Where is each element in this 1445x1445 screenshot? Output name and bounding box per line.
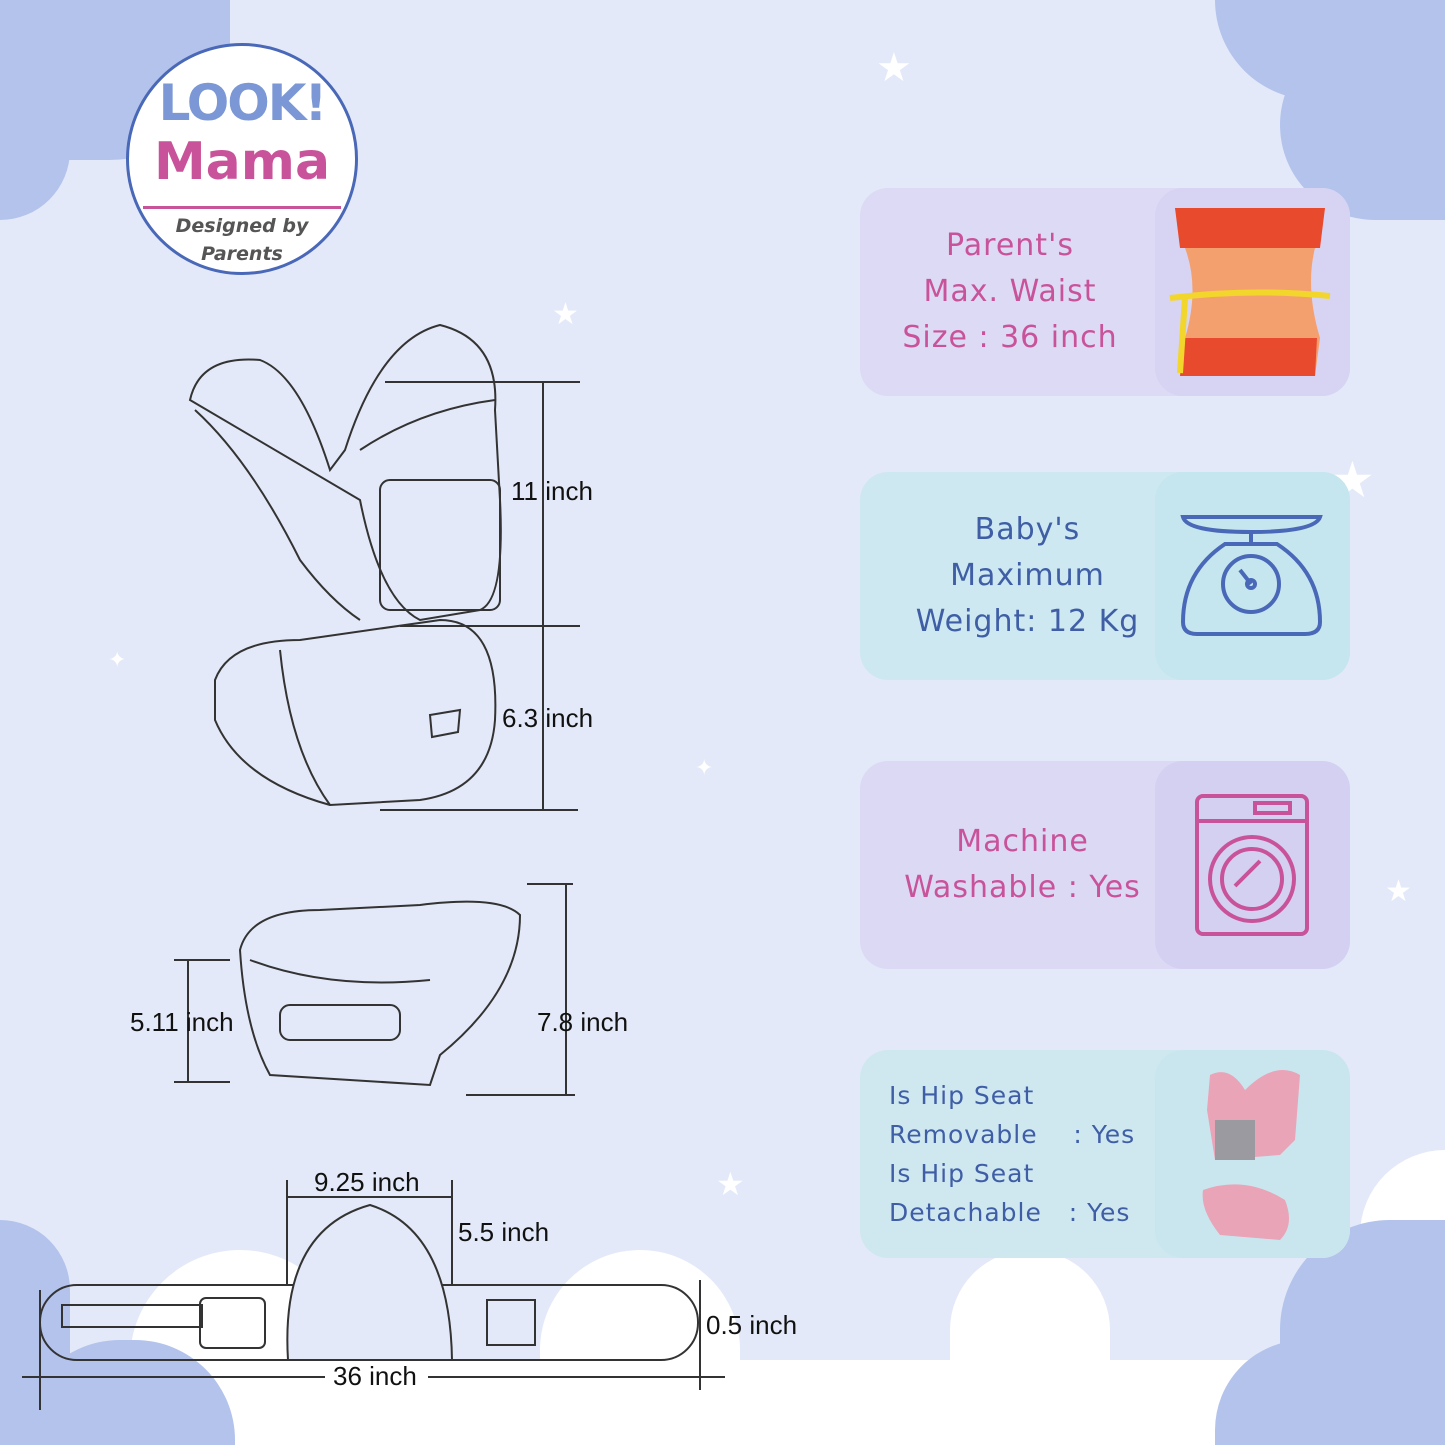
logo-divider bbox=[143, 206, 341, 209]
logo-tagline-1: Designed by bbox=[175, 215, 309, 237]
dimension-belt-thickness: 0.5 inch bbox=[706, 1310, 798, 1340]
logo-tagline: Designed by Parents bbox=[129, 212, 355, 268]
dimension-lower-height: 6.3 inch bbox=[502, 703, 594, 733]
belt-drawing bbox=[39, 1203, 699, 1361]
dimension-belt-length: 36 inch bbox=[333, 1361, 417, 1391]
star-icon: ✦ bbox=[695, 756, 714, 781]
card-line: Weight: 12 Kg bbox=[915, 604, 1140, 639]
card-line: Size : 36 inch bbox=[902, 320, 1118, 355]
washing-machine-icon bbox=[1155, 761, 1350, 969]
card-line: Is Hip Seat bbox=[889, 1159, 1035, 1188]
waist-measure-icon bbox=[1155, 188, 1350, 396]
card-line: Parent's bbox=[946, 228, 1074, 263]
card-line: Maximum bbox=[950, 558, 1105, 593]
logo-mama: Mama bbox=[153, 132, 331, 192]
star-icon: ★ bbox=[716, 1165, 745, 1203]
card-line: Washable : Yes bbox=[904, 870, 1141, 905]
weighing-scale-icon bbox=[1155, 472, 1350, 680]
brand-logo: LOOK! Mama Designed by Parents bbox=[126, 43, 358, 275]
hip-seat-drawing bbox=[238, 900, 522, 1087]
carrier-line-drawings bbox=[22, 323, 725, 1410]
carrier-drawing bbox=[188, 323, 502, 807]
card-line: Detachable : Yes bbox=[889, 1198, 1131, 1227]
card-line: Machine bbox=[956, 824, 1089, 859]
cloud-decoration bbox=[0, 1360, 1445, 1445]
card-line: Baby's bbox=[974, 512, 1081, 547]
dimension-upper-height: 11 inch bbox=[511, 476, 593, 506]
star-icon: ✦ bbox=[108, 648, 127, 673]
dimension-seat-length: 5.5 inch bbox=[458, 1217, 550, 1247]
star-icon: ★ bbox=[876, 45, 912, 91]
star-icon: ★ bbox=[1385, 874, 1412, 909]
logo-look: LOOK! bbox=[158, 74, 328, 132]
card-line: Is Hip Seat bbox=[889, 1081, 1035, 1110]
card-line: Max. Waist bbox=[923, 274, 1097, 309]
dimension-seat-depth: 7.8 inch bbox=[537, 1007, 629, 1037]
card-line: Removable : Yes bbox=[889, 1120, 1136, 1149]
pink-carrier-icon bbox=[1155, 1050, 1350, 1258]
star-icon: ★ bbox=[552, 297, 579, 332]
dimension-seat-width: 9.25 inch bbox=[314, 1167, 420, 1197]
logo-tagline-2: Parents bbox=[201, 243, 283, 265]
dimension-seat-height: 5.11 inch bbox=[130, 1007, 234, 1037]
